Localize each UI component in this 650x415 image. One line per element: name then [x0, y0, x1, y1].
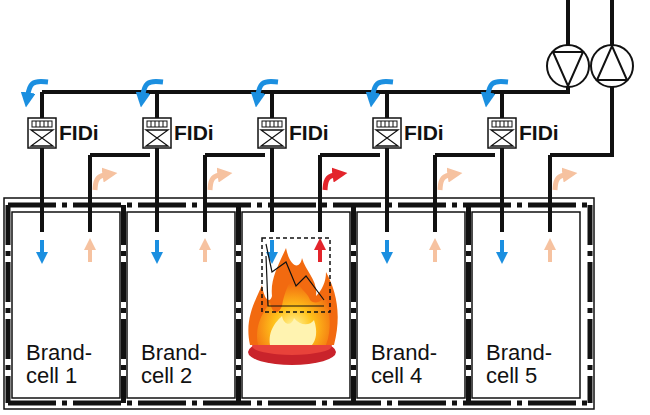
- exhaust-air-arrow: [433, 244, 437, 262]
- damper-label: FIDi: [404, 122, 444, 143]
- damper-label: FIDi: [519, 122, 559, 143]
- exhaust-flow-arrow: [325, 174, 340, 190]
- cell-label: Brand- cell 2: [141, 341, 215, 389]
- fan-symbols: [547, 0, 633, 157]
- cell-area: Brand- cell 5: [476, 341, 576, 389]
- supply-flow-arrow: [372, 81, 393, 100]
- supply-flow-arrow: [142, 81, 163, 100]
- exhaust-flow-arrow: [210, 174, 225, 190]
- exhaust-air-arrow: [548, 244, 552, 262]
- exhaust-air-arrow: [318, 244, 322, 262]
- cell-outline: [127, 212, 235, 398]
- exhaust-flow-arrow: [555, 174, 570, 190]
- supply-flow-arrow: [487, 81, 508, 100]
- supply-air-arrow: [155, 240, 159, 258]
- exhaust-air-arrow: [203, 244, 207, 262]
- supply-flow-arrow: [27, 81, 48, 100]
- exhaust-air-arrow: [88, 244, 92, 262]
- damper-symbol: [488, 118, 516, 148]
- supply-air-arrow: [270, 240, 274, 258]
- supply-air-arrow: [40, 240, 44, 258]
- damper-symbol: [28, 118, 56, 148]
- cell-area: Brand- cell 4: [361, 341, 461, 389]
- cell-area: Brand- cell 1: [16, 341, 116, 389]
- exhaust-flow-arrow: [440, 174, 455, 190]
- fire-walls: [8, 205, 590, 403]
- damper-symbol: [143, 118, 171, 148]
- cell-label: Brand- cell 5: [486, 341, 560, 389]
- cell-outline: [242, 212, 350, 398]
- damper-symbol: [258, 118, 286, 148]
- cell-outline: [12, 212, 120, 398]
- cell-outline: [472, 212, 580, 398]
- damper-symbol: [373, 118, 401, 148]
- supply-air-arrow: [385, 240, 389, 258]
- ducts: [42, 92, 614, 232]
- damper-label: FIDi: [59, 122, 99, 143]
- damper-label: FIDi: [174, 122, 214, 143]
- exhaust-flow-arrow: [95, 174, 110, 190]
- supply-flow-arrow: [257, 81, 278, 100]
- damper-label: FIDi: [289, 122, 329, 143]
- cell-outline: [357, 212, 465, 398]
- cell-label: Brand- cell 4: [371, 341, 445, 389]
- building-frame: [4, 198, 594, 409]
- cell-label: Brand- cell 1: [26, 341, 100, 389]
- cell-area: Brand- cell 2: [131, 341, 231, 389]
- supply-air-arrow: [500, 240, 504, 258]
- fire-illustration: [248, 238, 338, 365]
